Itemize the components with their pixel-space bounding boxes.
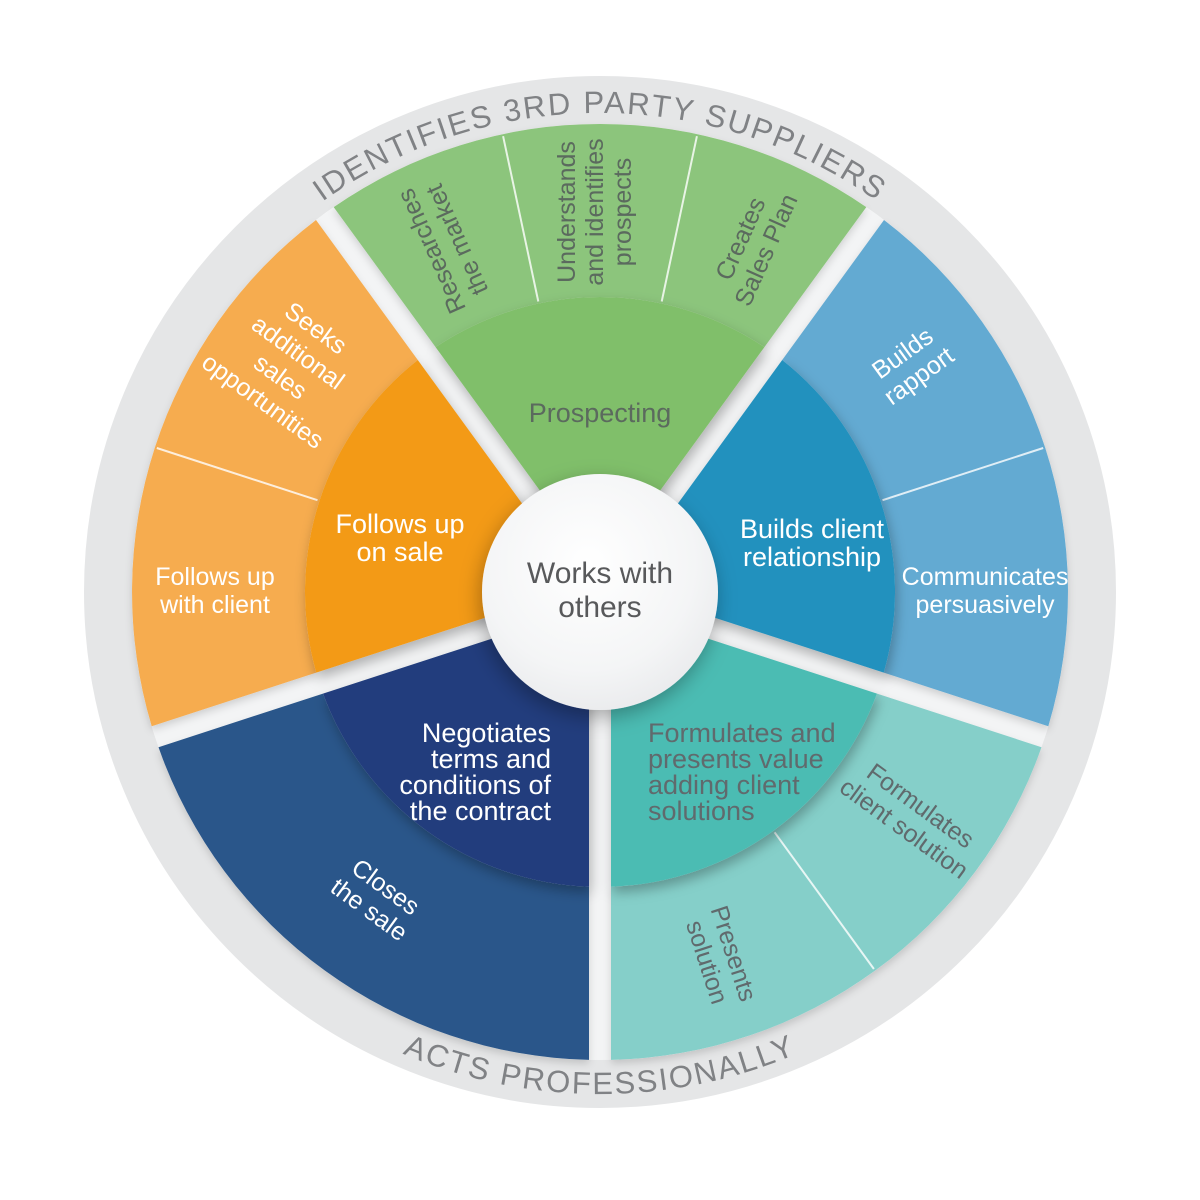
label-formulates-line3: adding client xyxy=(648,770,800,800)
band-formulates-client-solutions xyxy=(611,693,1042,1060)
center-label-line1: Works with xyxy=(527,557,673,590)
segment-follows-up-label: Follows up on sale xyxy=(335,509,464,567)
outer-bands xyxy=(132,123,1068,1060)
band-follows-up-on-sale xyxy=(132,220,418,727)
label-follows-up-line1: Follows up xyxy=(335,509,464,539)
label-follows-client-line2: with client xyxy=(159,591,270,619)
label-prospecting: Prospecting xyxy=(529,398,672,428)
label-formulates-line2: presents value xyxy=(648,744,824,774)
segment-builds-client-label: Builds client relationship xyxy=(740,514,885,572)
label-formulates-line1: Formulates and xyxy=(648,718,836,748)
label-understands-line3: prospects xyxy=(609,158,637,266)
segment-prospecting-label: Prospecting xyxy=(529,398,672,428)
label-understands-line1: Understands xyxy=(553,141,581,283)
label-understands-prospects: Understands and identifies prospects xyxy=(553,138,637,285)
label-communicates-persuasively: Communicates persuasively xyxy=(902,563,1069,619)
segment-formulates-label: Formulates and presents value adding cli… xyxy=(648,718,836,826)
center-label-line2: others xyxy=(558,591,641,624)
wedge-prospecting xyxy=(435,297,765,574)
label-communicates-line1: Communicates xyxy=(902,563,1069,591)
band-prospecting xyxy=(333,123,867,348)
band-negotiates-contract xyxy=(158,693,589,1060)
label-follows-up-line2: on sale xyxy=(356,537,443,567)
label-communicates-line2: persuasively xyxy=(916,591,1055,619)
sub-segment-dividers xyxy=(156,135,1044,970)
divider-green-left xyxy=(502,135,540,302)
label-negotiates-line3: conditions of xyxy=(399,770,551,800)
divider-blue xyxy=(882,447,1044,502)
divider-teal xyxy=(773,831,875,970)
divider-green-right xyxy=(660,135,698,302)
label-follows-up-with-client: Follows up with client xyxy=(155,563,275,619)
label-negotiates-line1: Negotiates xyxy=(422,718,551,748)
center-hub: Works with others xyxy=(482,474,718,710)
label-builds-client-line1: Builds client xyxy=(740,514,885,544)
label-follows-client-line1: Follows up xyxy=(155,563,275,591)
center-circle xyxy=(482,474,718,710)
label-builds-client-line2: relationship xyxy=(743,542,881,572)
blue-outer-labels: Builds rapport Communicates persuasively xyxy=(867,322,1069,619)
segment-negotiates-label: Negotiates terms and conditions of the c… xyxy=(399,718,551,826)
outer-gray-ring xyxy=(84,76,1116,1108)
label-understands-line2: and identifies xyxy=(581,138,609,285)
band-builds-client-relationship xyxy=(782,220,1068,727)
label-formulates-line4: solutions xyxy=(648,796,755,826)
divider-orange xyxy=(156,447,318,502)
label-negotiates-line4: the contract xyxy=(410,796,552,826)
label-negotiates-line2: terms and xyxy=(431,744,551,774)
